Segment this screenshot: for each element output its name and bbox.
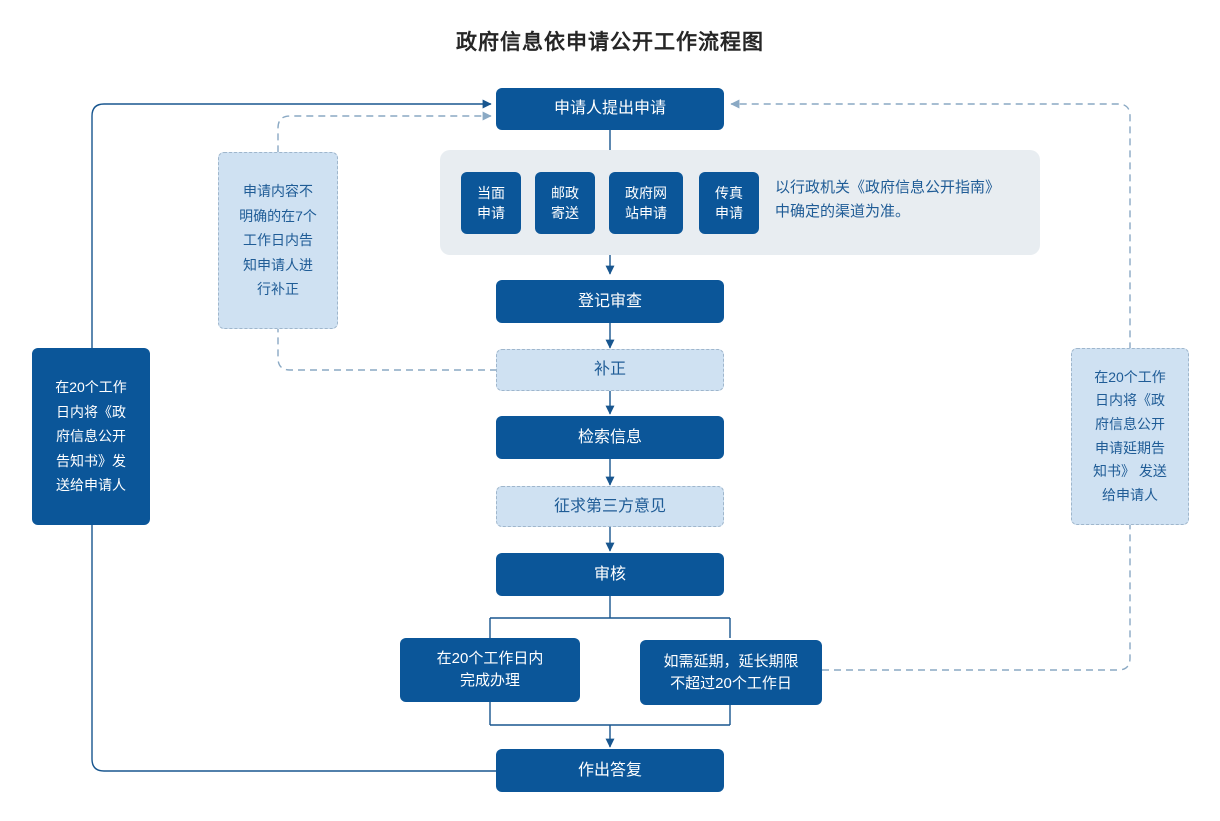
note-notice-20-days[interactable]: 在20个工作 日内将《政 府信息公开 告知书》发 送给申请人 (32, 348, 150, 525)
node-finish-in-20-days[interactable]: 在20个工作日内 完成办理 (400, 638, 580, 702)
node-channel-fax[interactable]: 传真 申请 (699, 172, 759, 234)
note-supplement-7-days[interactable]: 申请内容不 明确的在7个 工作日内告 知申请人进 行补正 (218, 152, 338, 329)
node-extension-20-days[interactable]: 如需延期，延长期限 不超过20个工作日 (640, 640, 822, 705)
node-channel-postal[interactable]: 邮政 寄送 (535, 172, 595, 234)
node-supplement[interactable]: 补正 (496, 349, 724, 391)
node-start[interactable]: 申请人提出申请 (496, 88, 724, 130)
node-channel-in-person[interactable]: 当面 申请 (461, 172, 521, 234)
node-register-review[interactable]: 登记审查 (496, 280, 724, 323)
channel-note-text: 以行政机关《政府信息公开指南》 中确定的渠道为准。 (775, 179, 1001, 220)
node-retrieve-info[interactable]: 检索信息 (496, 416, 724, 459)
node-third-party-opinion[interactable]: 征求第三方意见 (496, 486, 724, 527)
note-extension-notice-20-days[interactable]: 在20个工作 日内将《政 府信息公开 申请延期告 知书》 发送 给申请人 (1071, 348, 1189, 525)
node-audit[interactable]: 审核 (496, 553, 724, 596)
page-title: 政府信息依申请公开工作流程图 (456, 31, 764, 54)
node-channel-website[interactable]: 政府网 站申请 (609, 172, 683, 234)
node-make-reply[interactable]: 作出答复 (496, 749, 724, 792)
